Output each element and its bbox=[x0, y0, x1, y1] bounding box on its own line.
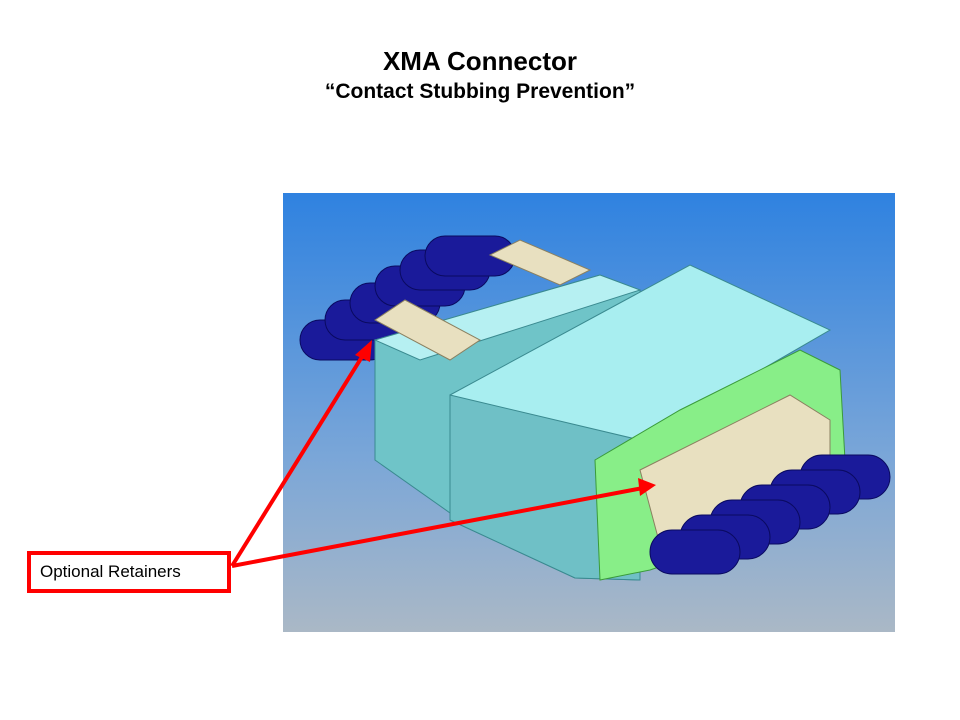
slide-subtitle: “Contact Stubbing Prevention” bbox=[324, 80, 636, 103]
retainers bbox=[374, 239, 592, 361]
front-wires bbox=[649, 454, 891, 575]
arrow-to-front-retainer bbox=[231, 486, 644, 568]
rear-wires bbox=[299, 235, 516, 361]
callout-arrows bbox=[230, 340, 656, 568]
arrow-to-rear-retainer bbox=[230, 350, 367, 568]
optional-retainers-callout: Optional Retainers bbox=[27, 551, 231, 593]
slide-title: XMA Connector bbox=[382, 46, 578, 76]
